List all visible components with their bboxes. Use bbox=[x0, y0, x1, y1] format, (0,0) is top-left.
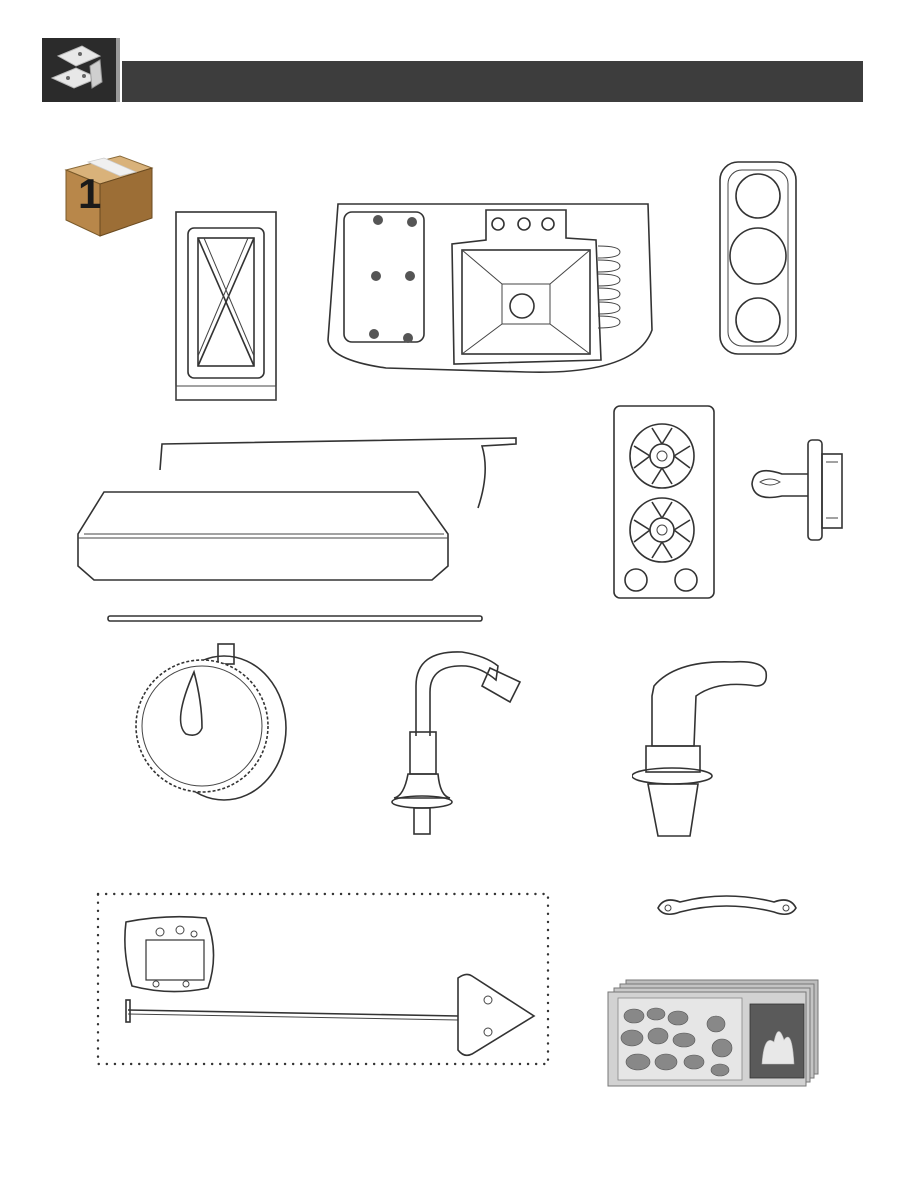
long-rod bbox=[106, 614, 484, 624]
control-knob bbox=[132, 642, 294, 804]
handle-strap bbox=[654, 892, 800, 922]
water-spout bbox=[632, 656, 774, 846]
drawer-latch bbox=[746, 436, 850, 544]
header-bar bbox=[122, 61, 863, 102]
cardboard-box-icon: 1 bbox=[60, 148, 156, 238]
header-bracket-icon bbox=[42, 38, 120, 102]
fire-stone-decal-sheets bbox=[604, 978, 820, 1088]
two-burner-cooktop bbox=[612, 404, 716, 600]
box-number: 1 bbox=[78, 170, 101, 218]
three-hole-panel bbox=[718, 160, 798, 356]
gooseneck-faucet bbox=[386, 646, 526, 842]
door-panel bbox=[174, 208, 278, 404]
front-trim-panel bbox=[74, 488, 454, 584]
sink-countertop bbox=[326, 200, 658, 378]
hardware-bag-and-hook-rod bbox=[96, 892, 550, 1066]
